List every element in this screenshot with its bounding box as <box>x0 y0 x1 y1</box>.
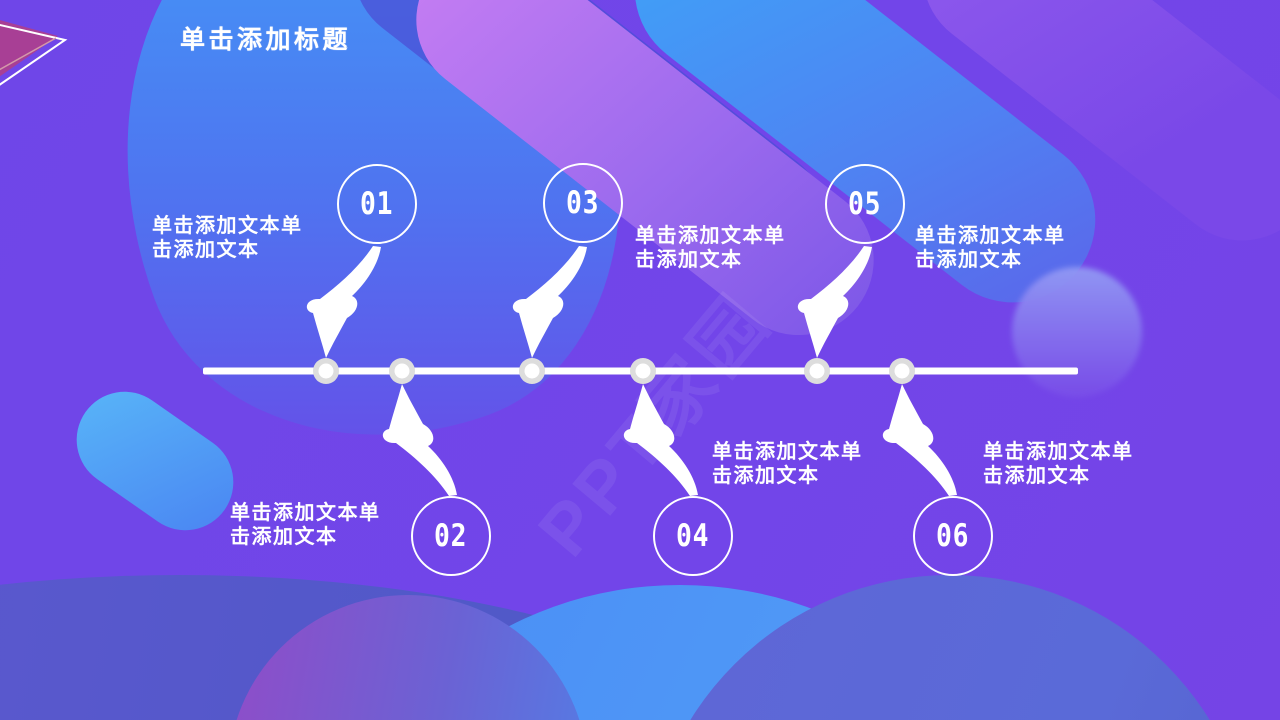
step-circle-04: 04 <box>653 496 733 576</box>
connector-bolt-05 <box>797 246 872 358</box>
timeline-node-06 <box>889 358 915 384</box>
bg-triangle-ornament <box>0 20 68 86</box>
triangle-accent-line <box>0 37 57 71</box>
triangle-outline <box>0 23 68 86</box>
connector-bolt-03 <box>512 246 587 358</box>
step-number-03: 03 <box>566 185 600 221</box>
connector-bolt-06 <box>882 384 957 496</box>
step-text-05[interactable]: 单击添加文本单击添加文本 <box>915 225 1066 271</box>
timeline-node-04 <box>630 358 656 384</box>
slide-title-placeholder[interactable]: 单击添加标题 <box>180 26 352 54</box>
step-circle-01: 01 <box>337 164 417 244</box>
timeline-node-01 <box>313 358 339 384</box>
timeline-node-05 <box>804 358 830 384</box>
connector-bolt-04 <box>623 384 698 496</box>
step-text-02[interactable]: 单击添加文本单击添加文本 <box>230 502 381 548</box>
step-text-04[interactable]: 单击添加文本单击添加文本 <box>712 441 863 487</box>
step-text-03[interactable]: 单击添加文本单击添加文本 <box>635 225 786 271</box>
step-circle-02: 02 <box>411 496 491 576</box>
bg-circle-soft-right <box>1012 267 1142 397</box>
step-number-04: 04 <box>676 518 710 554</box>
connector-bolt-01 <box>306 246 381 358</box>
step-circle-03: 03 <box>543 163 623 243</box>
step-number-01: 01 <box>360 186 394 222</box>
step-number-06: 06 <box>936 518 970 554</box>
step-circle-05: 05 <box>825 164 905 244</box>
step-text-06[interactable]: 单击添加文本单击添加文本 <box>983 441 1134 487</box>
timeline-node-02 <box>389 358 415 384</box>
connector-bolt-02 <box>382 384 457 496</box>
step-circle-06: 06 <box>913 496 993 576</box>
step-number-02: 02 <box>434 518 468 554</box>
step-text-01[interactable]: 单击添加文本单击添加文本 <box>152 215 303 261</box>
step-number-05: 05 <box>848 186 882 222</box>
timeline-node-03 <box>519 358 545 384</box>
